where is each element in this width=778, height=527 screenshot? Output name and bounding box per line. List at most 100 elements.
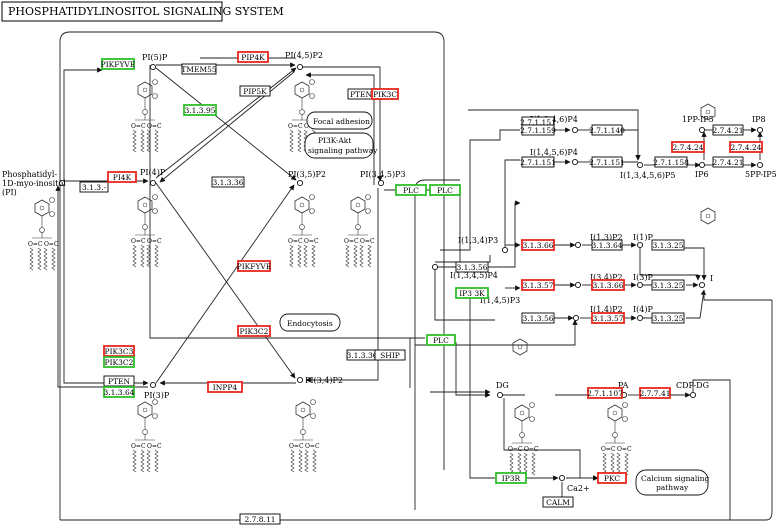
enzyme-box[interactable]: [521, 239, 555, 251]
enzyme-2-7-1-151[interactable]: 2.7.1.151: [589, 156, 625, 168]
enzyme-box[interactable]: [371, 88, 399, 100]
enzyme-box[interactable]: [671, 141, 705, 153]
enzyme-box[interactable]: [211, 176, 245, 188]
enzyme-box[interactable]: [651, 312, 685, 324]
enzyme-box[interactable]: [521, 124, 555, 136]
enzyme-pi4k[interactable]: PI4K: [107, 171, 137, 183]
enzyme-box[interactable]: [237, 260, 271, 272]
enzyme-pten[interactable]: PTEN: [347, 88, 375, 100]
label-pp1ip5: 1PP-IP5: [682, 115, 714, 124]
enzyme-2-7-1-159[interactable]: 2.7.1.159: [520, 124, 556, 136]
enzyme-2-7-4-24[interactable]: 2.7.4.24: [729, 141, 763, 153]
enzyme-box[interactable]: [103, 345, 135, 357]
node-ca: [558, 474, 566, 482]
enzyme-3-1-3-25[interactable]: 3.1.3.25: [651, 239, 685, 251]
enzyme-box[interactable]: [729, 141, 763, 153]
enzyme-3-1-3-57[interactable]: 3.1.3.57: [591, 312, 625, 324]
enzyme-2-7-1-107[interactable]: 2.7.1.107: [587, 387, 623, 399]
enzyme-box[interactable]: [107, 171, 137, 183]
enzyme-box[interactable]: [429, 184, 461, 196]
enzyme-box[interactable]: [239, 85, 271, 97]
enzyme-calm[interactable]: CALM: [542, 496, 574, 508]
enzyme-3-1-3-25[interactable]: 3.1.3.25: [651, 312, 685, 324]
enzyme-2-7-4-21[interactable]: 2.7.4.21: [712, 156, 744, 168]
enzyme-box[interactable]: [654, 156, 688, 168]
enzyme-box[interactable]: [426, 334, 456, 346]
enzyme-box[interactable]: [521, 279, 555, 291]
enzyme-box[interactable]: [639, 387, 671, 399]
enzyme-3-1-3-66[interactable]: 3.1.3.66: [521, 239, 555, 251]
enzyme-3-1-3-[interactable]: 3.1.3.-: [79, 181, 109, 193]
enzyme-box[interactable]: [455, 287, 489, 299]
enzyme-2-7-1-151[interactable]: 2.7.1.151: [520, 156, 556, 168]
enzyme-box[interactable]: [455, 261, 489, 273]
enzyme-box[interactable]: [374, 349, 406, 361]
enzyme-box[interactable]: [207, 381, 243, 393]
enzyme-3-1-3-95[interactable]: 3.1.3.95: [183, 104, 217, 116]
map-links[interactable]: Focal adhesion PI3K-Akt signaling pathwa…: [279, 111, 710, 496]
enzyme-box[interactable]: [101, 58, 135, 70]
enzyme-ip3-3k[interactable]: IP3 3K: [455, 287, 489, 299]
enzyme-box[interactable]: [587, 387, 623, 399]
enzyme-inpp4[interactable]: INPP4: [207, 381, 243, 393]
enzyme-box[interactable]: [712, 124, 744, 136]
enzyme-pikfyve[interactable]: PIKFYVE: [237, 260, 272, 272]
enzyme-3-1-3-36[interactable]: 3.1.3.36: [346, 349, 378, 361]
enzyme-2-7-4-21[interactable]: 2.7.4.21: [712, 124, 744, 136]
enzyme-box[interactable]: [651, 279, 685, 291]
enzyme-box[interactable]: [239, 513, 281, 525]
enzyme-box[interactable]: [597, 472, 627, 484]
enzyme-plc[interactable]: PLC: [426, 334, 456, 346]
enzyme-box[interactable]: [591, 312, 625, 324]
enzyme-box[interactable]: [103, 356, 135, 368]
enzyme-box[interactable]: [237, 325, 271, 337]
enzyme-box[interactable]: [181, 63, 217, 75]
enzyme-3-1-3-64[interactable]: 3.1.3.64: [103, 386, 135, 398]
enzyme-box[interactable]: [591, 156, 623, 168]
enzyme-tmem55[interactable]: TMEM55: [181, 63, 217, 75]
enzyme-box[interactable]: [79, 181, 109, 193]
enzyme-plc[interactable]: PLC: [395, 184, 427, 196]
enzyme-ip3r[interactable]: IP3R: [495, 472, 527, 484]
enzyme-2-7-1-158[interactable]: 2.7.1.158: [653, 156, 689, 168]
enzyme-pkc[interactable]: PKC: [597, 472, 627, 484]
enzyme-pik3c3[interactable]: PIK3C3: [103, 345, 135, 357]
enzyme-3-1-3-64[interactable]: 3.1.3.64: [591, 239, 623, 251]
enzyme-box[interactable]: [521, 312, 555, 324]
compound-nodes[interactable]: [58, 63, 764, 482]
enzyme-3-1-3-56[interactable]: 3.1.3.56: [455, 261, 489, 273]
enzyme-pikfyve[interactable]: PIKFYVE: [101, 58, 136, 70]
enzyme-2-7-8-11[interactable]: 2.7.8.11: [239, 513, 281, 525]
enzyme-pip4k[interactable]: PIP4K: [237, 51, 269, 63]
enzyme-box[interactable]: [103, 375, 135, 387]
enzyme-2-7-4-24[interactable]: 2.7.4.24: [671, 141, 705, 153]
enzyme-box[interactable]: [521, 156, 555, 168]
enzyme-box[interactable]: [495, 472, 527, 484]
enzyme-pik3c[interactable]: PIK3C: [371, 88, 399, 100]
enzyme-pip5k[interactable]: PIP5K: [239, 85, 271, 97]
enzyme-box[interactable]: [591, 279, 625, 291]
enzyme-3-1-3-66[interactable]: 3.1.3.66: [591, 279, 625, 291]
enzyme-pten[interactable]: PTEN: [103, 375, 135, 387]
enzyme-plc[interactable]: PLC: [429, 184, 461, 196]
enzyme-3-1-3-25[interactable]: 3.1.3.25: [651, 279, 685, 291]
enzyme-box[interactable]: [103, 386, 135, 398]
enzyme-3-1-3-56[interactable]: 3.1.3.56: [521, 312, 555, 324]
enzyme-3-1-3-57[interactable]: 3.1.3.57: [521, 279, 555, 291]
enzyme-box[interactable]: [591, 124, 623, 136]
enzyme-pik3c2[interactable]: PIK3C2: [103, 356, 135, 368]
enzyme-ship[interactable]: SHIP: [374, 349, 406, 361]
enzyme-2-7-7-41[interactable]: 2.7.7.41: [639, 387, 671, 399]
enzyme-label: PIP5K: [243, 87, 267, 96]
enzyme-box[interactable]: [712, 156, 744, 168]
enzyme-2-7-1-140[interactable]: 2.7.1.140: [589, 124, 625, 136]
enzyme-box[interactable]: [591, 239, 623, 251]
enzyme-pik3c2[interactable]: PIK3C2: [237, 325, 271, 337]
enzyme-box[interactable]: [183, 104, 217, 116]
enzyme-box[interactable]: [542, 496, 574, 508]
enzyme-box[interactable]: [237, 51, 269, 63]
enzyme-box[interactable]: [651, 239, 685, 251]
enzyme-3-1-3-36[interactable]: 3.1.3.36: [211, 176, 245, 188]
enzyme-box[interactable]: [395, 184, 427, 196]
